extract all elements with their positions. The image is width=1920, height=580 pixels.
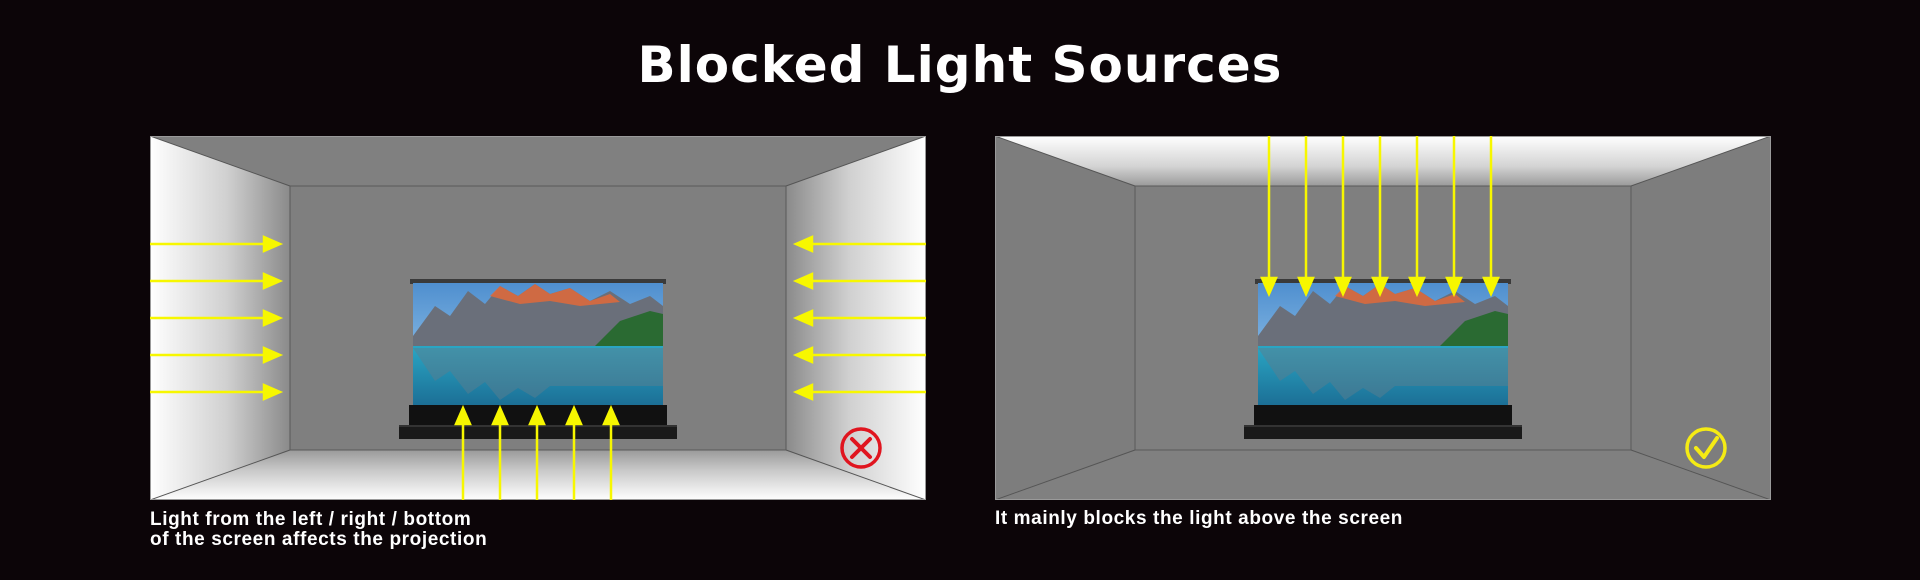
left-wall <box>995 136 1135 500</box>
room-diagram-top-light <box>995 136 1771 500</box>
left-light-arrows <box>150 235 284 401</box>
right-wall <box>1631 136 1771 500</box>
right-light-arrows <box>792 235 926 401</box>
incoming-light-arrows <box>150 235 926 500</box>
page-title: Blocked Light Sources <box>637 36 1283 94</box>
projector-screen <box>1244 279 1522 439</box>
bottom-light-arrows <box>454 404 620 500</box>
right-panel-caption: It mainly blocks the light above the scr… <box>995 508 1404 529</box>
cross-icon <box>840 427 882 469</box>
top-light-arrows <box>1260 136 1500 298</box>
room-diagram-side-light <box>150 136 926 500</box>
floor <box>995 450 1771 500</box>
left-panel-caption: Light from the left / right / bottom of … <box>150 510 487 550</box>
ceiling <box>995 136 1771 186</box>
caption-line-2: of the screen affects the projection <box>150 529 488 550</box>
check-icon <box>1685 427 1727 469</box>
projector-screen <box>399 279 677 439</box>
caption-line-1: Light from the left / right / bottom <box>150 509 472 530</box>
